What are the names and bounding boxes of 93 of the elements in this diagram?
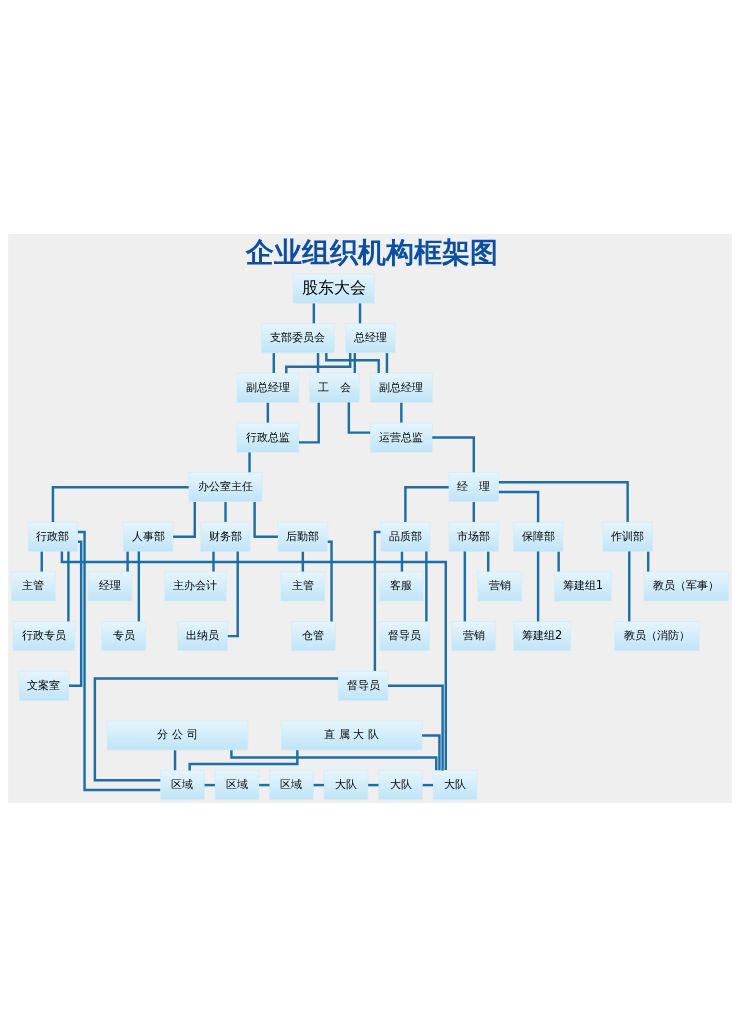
connector (536, 550, 540, 621)
node-box: 经理 (87, 570, 133, 602)
connector (212, 551, 215, 572)
node-box: 筹建组2 (513, 620, 572, 651)
node-box: 教员（消防） (614, 620, 700, 651)
node-box: 大队 (323, 769, 369, 800)
connector (51, 485, 189, 522)
node-box: 副总经理 (236, 372, 300, 403)
connector (285, 352, 352, 373)
connector (253, 501, 278, 538)
connector (325, 352, 380, 373)
node-box: 行政总监 (236, 421, 300, 453)
connector (628, 550, 631, 621)
node-box: 后勤部 (277, 521, 329, 552)
node-box: 专员 (101, 620, 147, 651)
node-box: 经 理 (448, 471, 500, 502)
node-box: 行政专员 (12, 620, 76, 651)
node-box: 文案室 (18, 670, 70, 701)
node-box: 直 属 大 队 (280, 719, 423, 750)
node-box: 督导员 (379, 620, 430, 651)
connector (126, 551, 129, 572)
node-box: 作训部 (602, 521, 653, 552)
connector (173, 501, 196, 538)
connector (224, 501, 227, 522)
node-box: 教员（军事） (643, 570, 729, 602)
connector (487, 551, 490, 572)
connector (301, 551, 305, 572)
node-box: 主管 (11, 570, 56, 602)
connector (69, 540, 83, 687)
diagram-title: 企业组织机构框架图 (246, 235, 499, 269)
connector (230, 749, 438, 770)
connector (77, 530, 161, 791)
connector (353, 352, 357, 373)
connector (327, 540, 333, 621)
connector (646, 551, 650, 572)
node-box: 出纳员 (177, 620, 228, 651)
node-box: 营销 (451, 620, 497, 651)
node-box: 品质部 (380, 521, 431, 552)
connector (316, 352, 320, 373)
connector (358, 302, 362, 323)
connector (388, 684, 444, 770)
node-box: 工 会 (309, 372, 360, 403)
node-box: 人事部 (122, 521, 174, 552)
node-box: 区域 (214, 769, 260, 800)
connector (385, 352, 389, 373)
connector (67, 550, 70, 621)
connector (173, 749, 177, 770)
connector (425, 550, 428, 621)
node-box: 督导员 (337, 670, 389, 701)
connector (373, 530, 381, 671)
connector (188, 749, 299, 770)
connector (498, 480, 629, 522)
connector (404, 485, 449, 522)
node-box: 行政部 (27, 521, 79, 552)
connector (463, 550, 467, 621)
connector (272, 352, 276, 373)
connector (400, 402, 403, 423)
connector (248, 451, 251, 472)
node-box: 市场部 (448, 521, 500, 552)
node-box: 财务部 (200, 521, 251, 552)
node-box: 保障部 (512, 521, 564, 552)
node-box: 仓管 (291, 620, 336, 651)
node-box: 区域 (269, 769, 314, 800)
connector (298, 402, 320, 444)
connector (266, 402, 270, 423)
node-box: 筹建组1 (553, 570, 612, 602)
connector (347, 402, 371, 434)
connector (137, 550, 141, 621)
node-box: 办公室主任 (188, 471, 263, 502)
node-box: 营销 (477, 570, 523, 602)
node-box: 运营总监 (370, 421, 433, 453)
connector (498, 490, 540, 522)
connector (472, 501, 475, 522)
node-box: 大队 (378, 769, 423, 800)
connector (93, 676, 339, 781)
node-box: 总经理 (345, 322, 396, 353)
connector (60, 551, 447, 770)
node-box: 主办会计 (164, 570, 227, 602)
node-box: 大队 (432, 769, 478, 800)
connector (422, 733, 441, 770)
node-box: 主管 (280, 570, 326, 602)
node-box: 副总经理 (370, 372, 433, 403)
node-box: 股东大会 (292, 273, 375, 304)
connector (227, 550, 239, 637)
node-box: 支部委员会 (260, 322, 335, 353)
connector (40, 551, 43, 572)
connector (432, 435, 475, 472)
connector (312, 302, 316, 323)
node-box: 客服 (378, 570, 424, 602)
connector (557, 551, 560, 572)
node-box: 分 公 司 (106, 719, 249, 750)
connector (400, 551, 404, 572)
node-box: 区域 (160, 769, 205, 800)
